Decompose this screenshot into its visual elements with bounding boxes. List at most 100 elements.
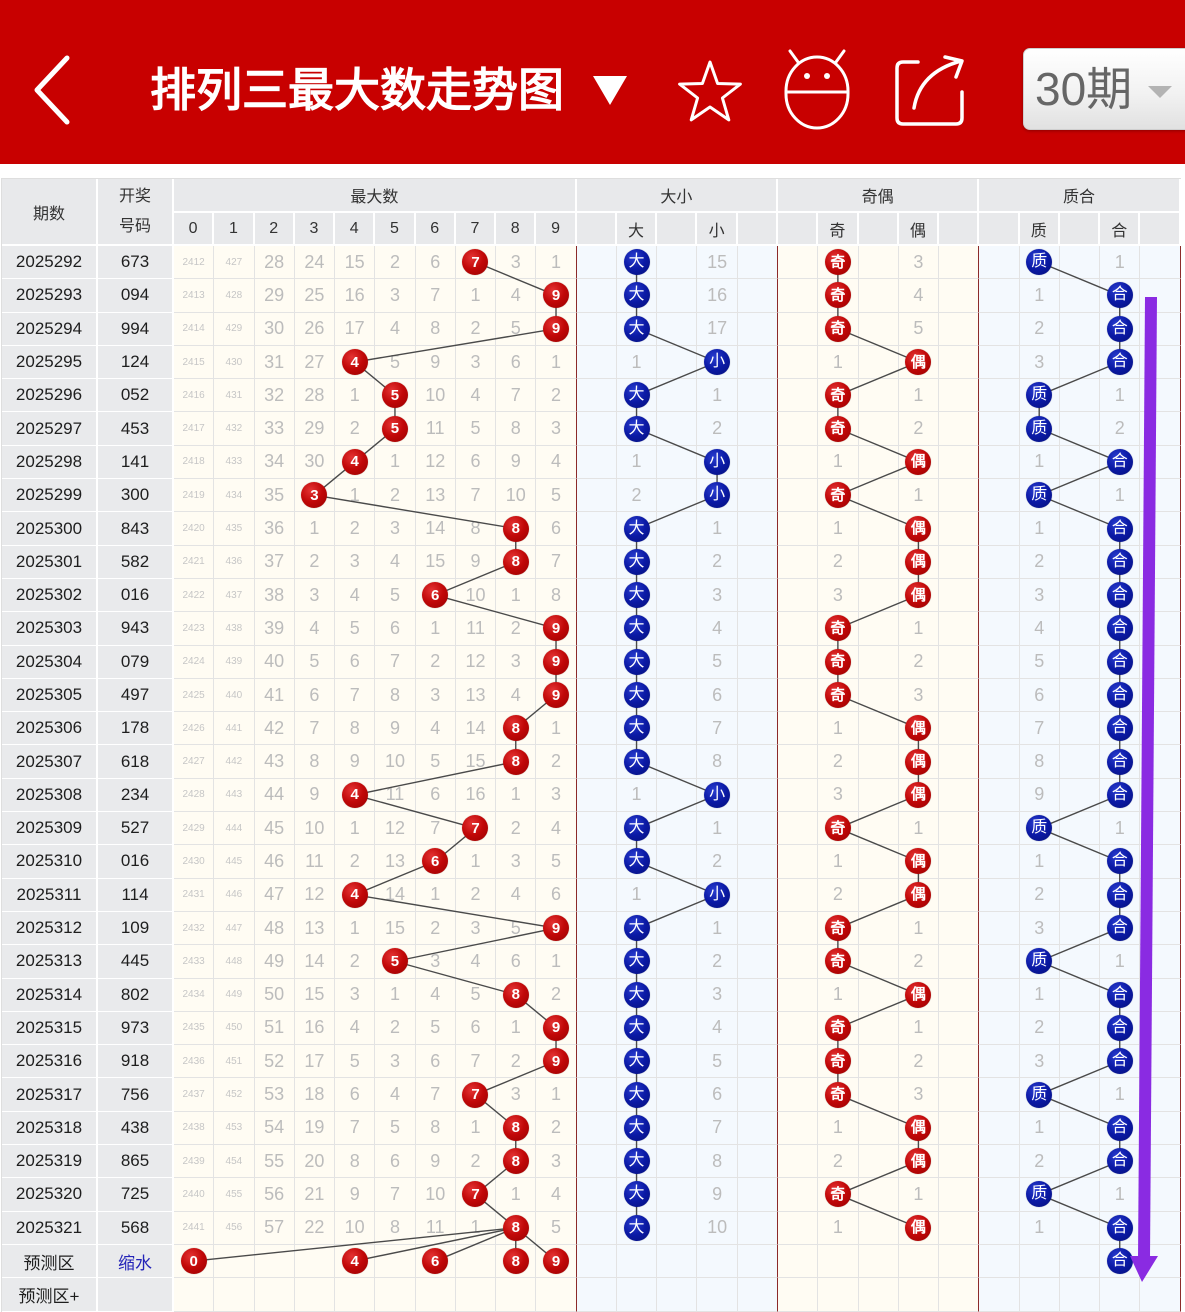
size-cell <box>657 1145 698 1179</box>
size-miss-count: 1 <box>712 917 723 938</box>
max-cell: 2 <box>496 812 537 846</box>
size-cell <box>737 1278 778 1312</box>
max-cell: 7 <box>375 1178 416 1212</box>
prime-cell <box>979 445 1020 480</box>
size-cell: 2 <box>616 479 658 513</box>
max-ball: 7 <box>462 815 489 842</box>
size-cell <box>737 1011 778 1046</box>
prime-cell <box>1140 1178 1181 1212</box>
parity-miss-count: 1 <box>913 817 924 838</box>
max-cell: 3 <box>375 279 416 313</box>
max-miss-count: 455 <box>225 1188 243 1200</box>
prime-cell <box>1059 878 1101 912</box>
max-miss-count: 5 <box>551 850 562 871</box>
share-icon[interactable] <box>892 52 968 130</box>
prime-cell <box>1140 945 1181 979</box>
prime-cell: 合 <box>1100 279 1141 313</box>
parity-cell <box>939 1244 980 1279</box>
parity-cell <box>858 645 899 679</box>
robot-icon[interactable] <box>782 48 852 132</box>
size-ball: 大 <box>623 1081 650 1108</box>
parity-ball: 奇 <box>824 815 851 842</box>
max-cell: 43 <box>254 745 295 779</box>
max-miss-count: 5 <box>389 1117 400 1138</box>
max-miss-count: 7 <box>510 384 521 405</box>
max-cell: 428 <box>214 279 255 313</box>
max-cell: 9 <box>536 1011 577 1046</box>
parity-cell <box>777 578 819 613</box>
max-ball: 9 <box>543 682 570 708</box>
max-miss-count: 3 <box>551 1150 562 1171</box>
parity-cell: 奇 <box>818 645 859 679</box>
max-cell: 37 <box>254 545 295 579</box>
max-cell: 2415 <box>174 345 215 380</box>
prime-cell: 2 <box>1019 1145 1060 1179</box>
shrink-link[interactable]: 缩水 <box>118 1253 152 1273</box>
star-icon[interactable] <box>676 58 744 124</box>
prime-cell: 合 <box>1100 1244 1141 1279</box>
max-miss-count: 1 <box>510 584 521 605</box>
size-ball: 小 <box>704 482 731 509</box>
size-cell: 4 <box>697 612 738 646</box>
max-miss-count: 26 <box>304 318 325 339</box>
prime-ball: 合 <box>1106 915 1133 942</box>
max-miss-count: 9 <box>309 784 320 805</box>
max-cell: 8 <box>536 578 577 613</box>
size-cell <box>576 1211 617 1245</box>
draw-number-cell: 300 <box>98 479 174 513</box>
size-miss-count: 2 <box>712 551 723 572</box>
size-cell: 15 <box>697 246 738 280</box>
period-select[interactable]: 30期 <box>1023 48 1185 130</box>
triangle-down-icon[interactable] <box>593 76 627 106</box>
max-miss-count: 17 <box>304 1050 325 1071</box>
issue-cell: 2025318 <box>2 1111 98 1146</box>
max-cell: 12 <box>455 645 497 679</box>
issue-text: 2025294 <box>15 318 83 338</box>
draw-number-cell: 234 <box>98 778 174 813</box>
page-title[interactable]: 排列三最大数走势图 <box>150 63 564 117</box>
max-cell: 4 <box>375 545 416 579</box>
parity-miss-count: 1 <box>832 1117 843 1138</box>
max-cell: 47 <box>254 878 295 912</box>
prime-cell <box>1140 712 1181 746</box>
prime-miss-count: 1 <box>1034 984 1045 1005</box>
max-miss-count: 5 <box>470 418 481 439</box>
size-cell: 7 <box>697 712 738 746</box>
parity-cell <box>939 479 980 513</box>
max-cell: 27 <box>294 345 336 380</box>
max-cell: 1 <box>335 379 376 413</box>
max-miss-count: 9 <box>430 351 441 372</box>
max-cell: 8 <box>375 1211 416 1245</box>
issue-text: 2025321 <box>15 1217 83 1237</box>
size-cell <box>657 745 698 779</box>
max-miss-count: 13 <box>425 484 446 505</box>
parity-ball: 奇 <box>824 415 851 442</box>
prime-miss-count: 1 <box>1034 518 1045 539</box>
max-cell: 9 <box>335 745 376 779</box>
max-miss-count: 16 <box>344 284 365 305</box>
max-cell: 2 <box>335 945 376 979</box>
max-cell: 2 <box>375 479 416 513</box>
draw-number-cell: 453 <box>98 412 174 446</box>
max-cell: 9 <box>536 678 577 713</box>
parity-cell: 偶 <box>898 1111 940 1146</box>
max-miss-count: 3 <box>430 950 441 971</box>
prime-cell <box>1140 1145 1181 1179</box>
max-ball: 8 <box>502 1148 529 1175</box>
issue-text: 2025311 <box>16 884 82 904</box>
max-miss-count: 441 <box>225 722 243 734</box>
parity-cell: 2 <box>818 878 859 912</box>
size-cell <box>576 345 617 380</box>
size-ball: 大 <box>623 1148 650 1175</box>
parity-cell <box>939 678 980 713</box>
parity-ball: 偶 <box>905 748 932 775</box>
max-cell: 18 <box>294 1078 336 1112</box>
header-group-label: 质合 <box>1062 189 1095 206</box>
size-cell <box>657 379 698 413</box>
chevron-left-icon[interactable] <box>30 52 74 128</box>
prime-ball: 质 <box>1026 815 1053 842</box>
max-miss-count: 2419 <box>182 489 205 501</box>
size-cell <box>657 1211 698 1245</box>
size-ball: 大 <box>623 415 650 442</box>
